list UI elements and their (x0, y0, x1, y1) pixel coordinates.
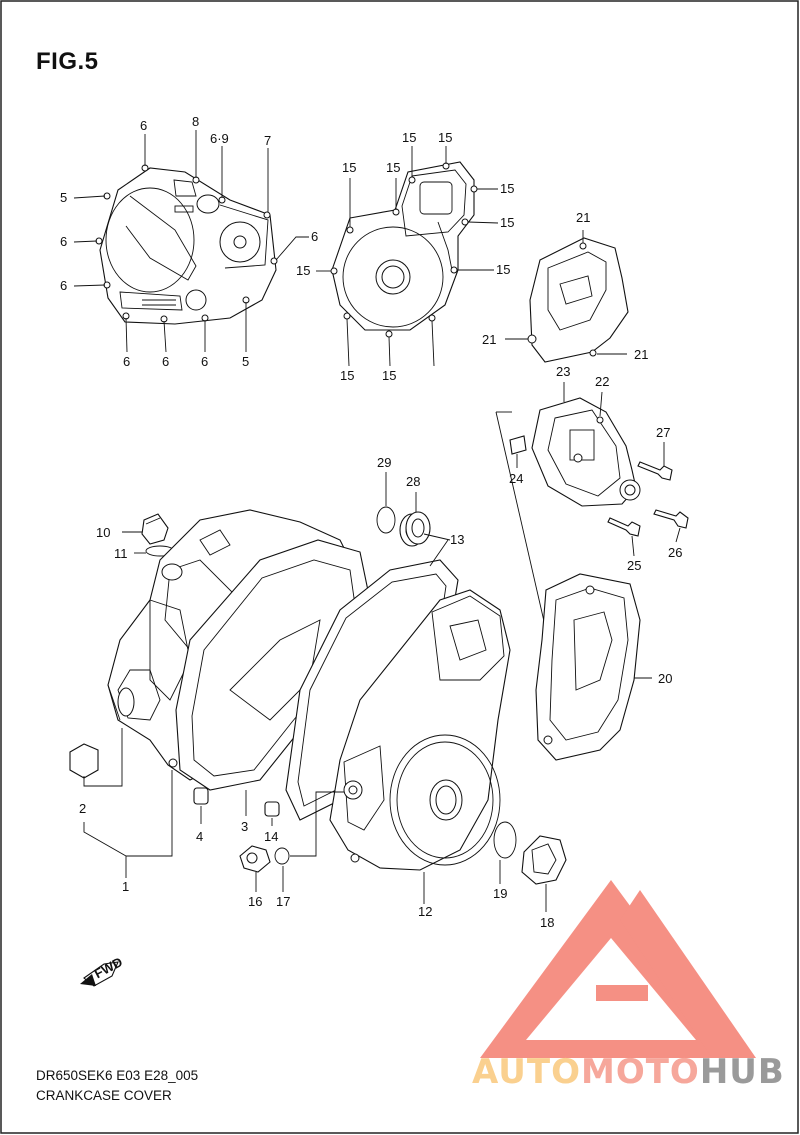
callout-label: 8 (192, 114, 199, 129)
callout-label: 23 (556, 364, 570, 379)
callout-label: 18 (540, 915, 554, 930)
callout-label: 15 (496, 262, 510, 277)
callout-label: 29 (377, 455, 391, 470)
callout-label: 3 (241, 819, 248, 834)
callout-label: 6 (140, 118, 147, 133)
callout-label: 6 (60, 234, 67, 249)
callout-label: 5 (242, 354, 249, 369)
assembly-leaders (69, 728, 173, 878)
callout-label: 15 (500, 181, 514, 196)
callout-label: 6 (162, 354, 169, 369)
watermark-logo (480, 880, 756, 1058)
callout-label: 21 (482, 332, 496, 347)
callout-label: 6 (60, 278, 67, 293)
callout-label: 15 (340, 368, 354, 383)
callout-label: 15 (402, 130, 416, 145)
inspection-cap-18-19 (493, 821, 567, 912)
callout-label: 22 (595, 374, 609, 389)
callout-label: 15 (382, 368, 396, 383)
callout-label: 7 (264, 133, 271, 148)
magneto-cover (316, 146, 499, 367)
callout-label: 25 (627, 558, 641, 573)
clutch-release-cover (495, 382, 641, 631)
dowel-pin-14 (264, 801, 280, 826)
callout-label: 24 (509, 471, 523, 486)
brand-part-auto: AUTO (472, 1052, 581, 1092)
sprocket-cover (505, 230, 629, 363)
brand-part-moto: MOTO (580, 1052, 700, 1092)
callout-label: 14 (264, 829, 278, 844)
callout-label: 28 (406, 474, 420, 489)
callout-label: 16 (248, 894, 262, 909)
callout-label: 1 (122, 879, 129, 894)
callout-label: 15 (296, 263, 310, 278)
callout-label: 2 (79, 801, 86, 816)
bearing-28-29 (376, 472, 451, 547)
callout-label: 15 (500, 215, 514, 230)
callout-label: 19 (493, 886, 507, 901)
brand-part-hub: HUB (699, 1052, 785, 1092)
dowel-pin-4 (193, 787, 209, 824)
callout-label: 20 (658, 671, 672, 686)
figure-title: FIG.5 (36, 48, 99, 75)
callout-labels: 6 8 6·9 7 5 6 6 6 6 6 6 5 15 15 15 15 15… (60, 114, 682, 930)
magneto-cover-main (329, 589, 511, 904)
callout-label: 21 (576, 210, 590, 225)
brand-watermark-text: AUTOMOTOHUB (472, 1052, 785, 1092)
diagram-name: CRANKCASE COVER (36, 1088, 172, 1103)
callout-label: 10 (96, 525, 110, 540)
model-code: DR650SEK6 E03 E28_005 (36, 1068, 199, 1083)
callout-label: 15 (386, 160, 400, 175)
callout-label: 6 (123, 354, 130, 369)
sprocket-guard (535, 573, 652, 761)
callout-label: 27 (656, 425, 670, 440)
callout-label: 21 (634, 347, 648, 362)
callout-label: 26 (668, 545, 682, 560)
callout-label: 15 (342, 160, 356, 175)
callout-label: 6·9 (210, 131, 229, 146)
fwd-arrow-icon: FWD (80, 954, 125, 987)
bolts-27-26-25 (607, 442, 689, 557)
callout-label: 6 (311, 229, 318, 244)
callout-label: 12 (418, 904, 432, 919)
callout-label: 17 (276, 894, 290, 909)
oil-filler-plug (122, 513, 175, 557)
callout-label: 15 (438, 130, 452, 145)
callout-label: 5 (60, 190, 67, 205)
callout-label: 11 (114, 546, 128, 561)
callout-label: 4 (196, 829, 203, 844)
clutch-cover (73, 130, 309, 353)
callout-label: 13 (450, 532, 464, 547)
drain-plug-16-17 (239, 791, 344, 892)
callout-label: 6 (201, 354, 208, 369)
